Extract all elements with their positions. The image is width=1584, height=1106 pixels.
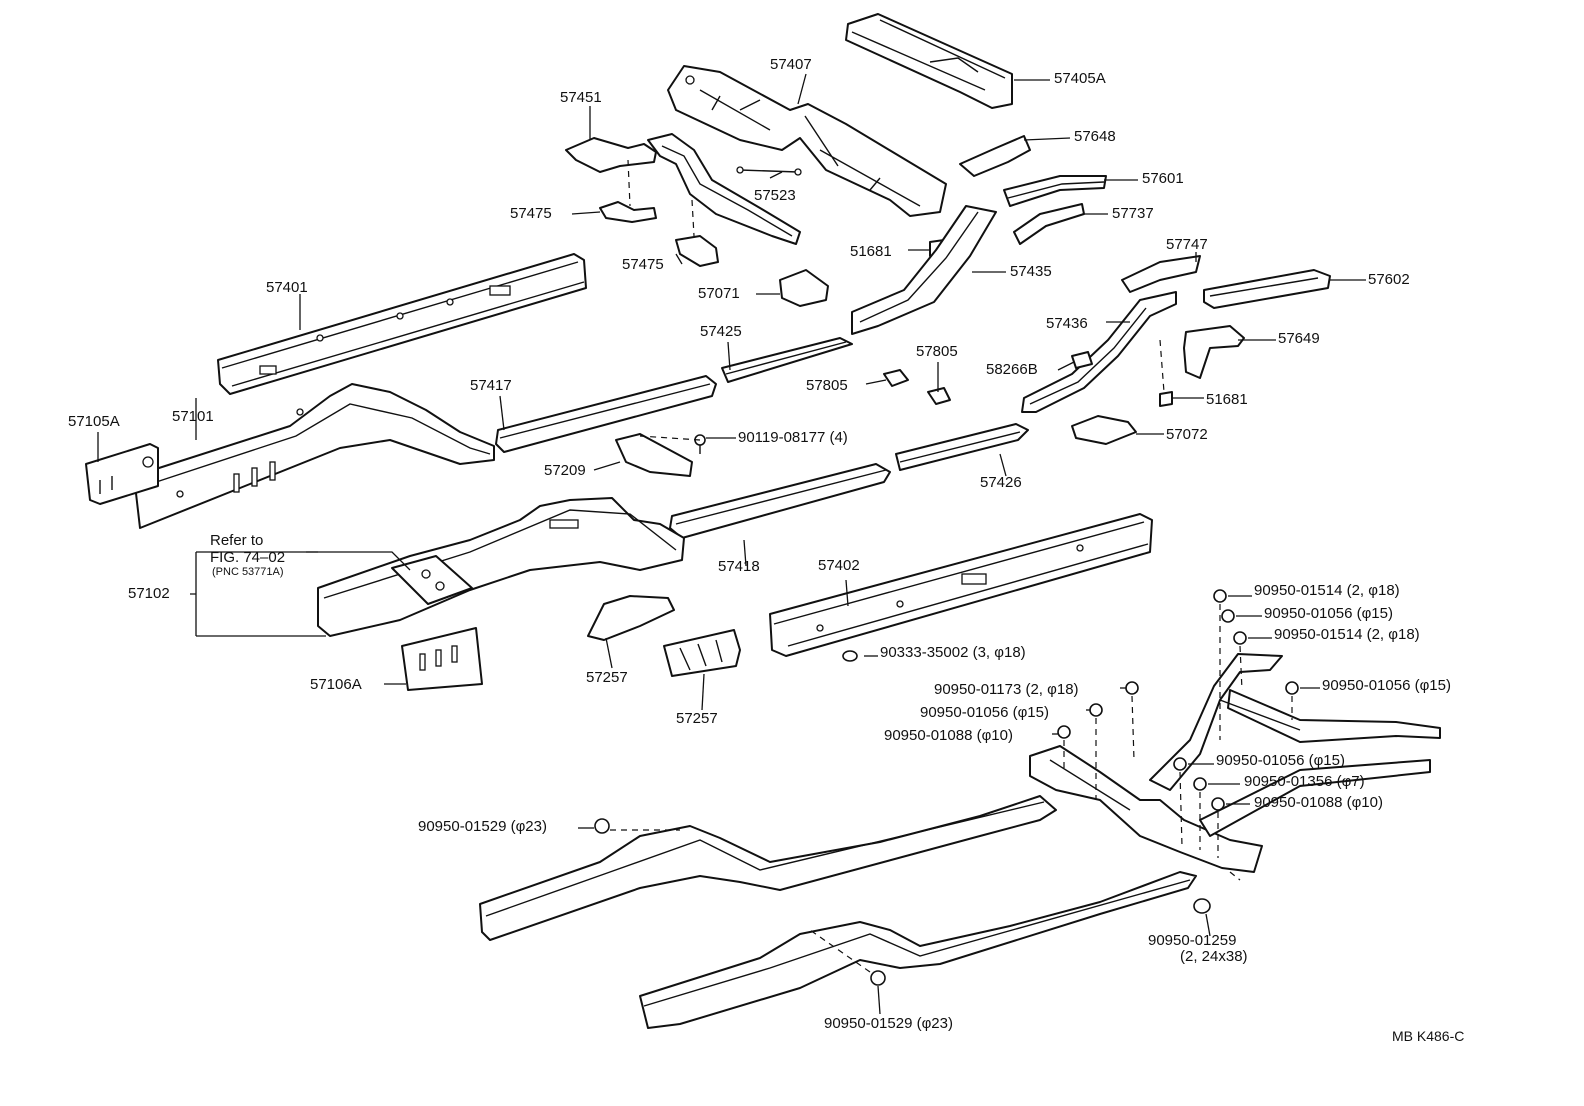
part-57601	[1003, 175, 1107, 207]
label-57405a: 57405A	[1054, 70, 1106, 87]
label-90950-01088-a: 90950-01088 (φ10)	[884, 727, 1013, 744]
label-refer-pnc: (PNC 53771A)	[212, 566, 284, 578]
part-57405a	[845, 13, 1013, 109]
part-57436	[1021, 291, 1177, 413]
label-57402: 57402	[818, 557, 860, 574]
part-57401	[217, 253, 587, 395]
part-58266b	[1071, 351, 1093, 369]
part-57105a	[85, 443, 159, 505]
label-57475-b: 57475	[622, 256, 664, 273]
label-57106a: 57106A	[310, 676, 362, 693]
label-57436: 57436	[1046, 315, 1088, 332]
frame-upper-rail	[479, 795, 1057, 941]
part-57257-b	[663, 629, 741, 677]
label-57601: 57601	[1142, 170, 1184, 187]
label-57071: 57071	[698, 285, 740, 302]
label-51681-a: 51681	[850, 243, 892, 260]
label-refer-to: Refer to	[210, 532, 264, 549]
label-90950-01173: 90950-01173 (2, φ18)	[934, 681, 1079, 698]
part-57418	[669, 463, 891, 539]
part-57402	[769, 513, 1153, 657]
label-57805-a: 57805	[916, 343, 958, 360]
part-51681-b	[1159, 391, 1173, 407]
label-90950-01514-b: 90950-01514 (2, φ18)	[1274, 626, 1420, 643]
part-57737	[1013, 203, 1085, 245]
label-57101: 57101	[172, 408, 214, 425]
part-57426	[895, 423, 1029, 471]
part-57805-b	[927, 387, 951, 405]
label-90950-01259-qty: (2, 24x38)	[1180, 948, 1248, 965]
part-57475-b	[675, 235, 719, 267]
part-57102	[317, 497, 685, 637]
label-90333-35002: 90333-35002 (3, φ18)	[880, 644, 1026, 661]
label-57105a: 57105A	[68, 413, 120, 430]
label-51681-b: 51681	[1206, 391, 1248, 408]
label-57475-a: 57475	[510, 205, 552, 222]
label-57257-a: 57257	[586, 669, 628, 686]
label-57451: 57451	[560, 89, 602, 106]
part-57523	[736, 166, 802, 176]
part-57209	[615, 433, 693, 477]
label-90950-01514-a: 90950-01514 (2, φ18)	[1254, 582, 1400, 599]
label-90950-01056-d: 90950-01056 (φ15)	[1322, 677, 1451, 694]
label-90950-01056-a: 90950-01056 (φ15)	[1264, 605, 1393, 622]
label-57747: 57747	[1166, 236, 1208, 253]
label-90950-01529-b: 90950-01529 (φ23)	[824, 1015, 953, 1032]
label-57805-b: 57805	[806, 377, 848, 394]
part-57451	[565, 133, 801, 245]
label-57257-b: 57257	[676, 710, 718, 727]
label-90119-08177: 90119-08177 (4)	[738, 429, 848, 446]
label-57737: 57737	[1112, 205, 1154, 222]
frame-assembly	[1029, 653, 1441, 873]
part-57747	[1121, 255, 1201, 293]
part-57071	[779, 269, 829, 307]
label-90950-01356: 90950-01356 (φ7)	[1244, 773, 1365, 790]
part-57602	[1203, 269, 1331, 309]
label-90950-01056-c: 90950-01056 (φ15)	[1216, 752, 1345, 769]
label-90950-01529-a: 90950-01529 (φ23)	[418, 818, 547, 835]
part-57648	[959, 135, 1031, 177]
part-plate-ref	[391, 555, 473, 605]
label-57435: 57435	[1010, 263, 1052, 280]
part-57072	[1071, 415, 1137, 445]
leader-lines	[97, 73, 1366, 1015]
label-57209: 57209	[544, 462, 586, 479]
frame-lower-rail	[639, 871, 1197, 1029]
label-58266b: 58266B	[986, 361, 1038, 378]
label-57418: 57418	[718, 558, 760, 575]
label-57425: 57425	[700, 323, 742, 340]
part-57417	[495, 375, 717, 453]
part-57649	[1183, 325, 1245, 379]
label-90950-01088-b: 90950-01088 (φ10)	[1254, 794, 1383, 811]
label-57417: 57417	[470, 377, 512, 394]
diagram-code: MB K486-C	[1392, 1028, 1465, 1044]
bolt-90119	[694, 434, 706, 454]
part-57106a	[401, 627, 483, 691]
part-57425	[721, 337, 853, 383]
label-57602: 57602	[1368, 271, 1410, 288]
part-57435	[851, 205, 997, 335]
part-57475-a	[599, 201, 657, 223]
label-refer-fig: FIG. 74–02	[210, 549, 286, 566]
alignment-lines	[610, 159, 1293, 973]
part-57407	[667, 65, 947, 217]
label-90950-01056-b: 90950-01056 (φ15)	[920, 704, 1049, 721]
part-57101	[133, 383, 495, 529]
label-57401: 57401	[266, 279, 308, 296]
label-57649: 57649	[1278, 330, 1320, 347]
fasteners	[594, 589, 1299, 986]
label-57072: 57072	[1166, 426, 1208, 443]
label-57648: 57648	[1074, 128, 1116, 145]
label-57102: 57102	[128, 585, 170, 602]
plug-90333	[842, 650, 858, 662]
label-57426: 57426	[980, 474, 1022, 491]
label-57523: 57523	[754, 187, 796, 204]
part-57805-a	[883, 369, 909, 387]
label-57407: 57407	[770, 56, 812, 73]
part-57257-a	[587, 595, 675, 641]
label-90950-01259: 90950-01259	[1148, 932, 1237, 949]
